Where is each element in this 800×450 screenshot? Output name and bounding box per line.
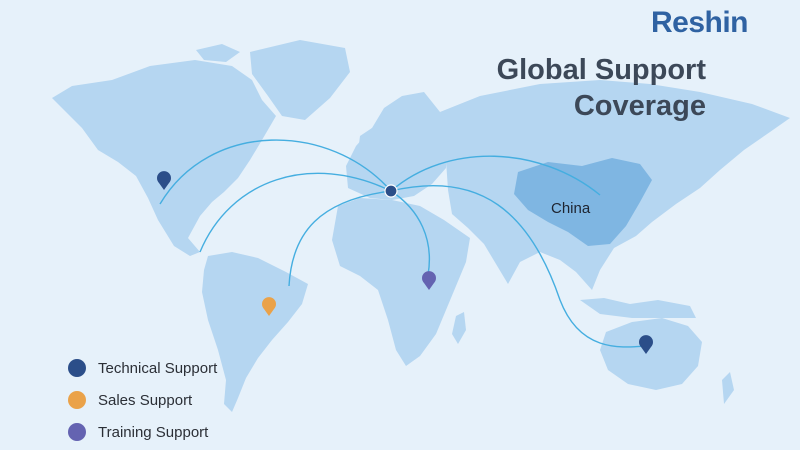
china-label: China <box>551 200 591 217</box>
hub-europe[interactable] <box>384 184 398 198</box>
legend-item-technical: Technical Support <box>68 352 217 384</box>
arctic-islands <box>196 44 240 62</box>
north-america <box>52 60 276 256</box>
new-zealand <box>722 372 734 404</box>
marker-north-america[interactable] <box>157 171 171 190</box>
route-china <box>390 155 601 196</box>
route-south-america <box>288 190 392 287</box>
markers <box>157 171 653 354</box>
title-line-2: Coverage <box>573 90 706 122</box>
marker-east-africa[interactable] <box>422 271 436 290</box>
japan <box>672 158 688 198</box>
support-routes <box>159 139 647 348</box>
technical-support-dot <box>68 359 86 377</box>
brand-logo: Reshin <box>650 6 749 39</box>
south-america <box>202 252 308 412</box>
china-region <box>514 158 652 246</box>
legend: Technical Support Sales Support Training… <box>68 352 217 448</box>
africa <box>332 198 470 366</box>
legend-item-sales: Sales Support <box>68 384 217 416</box>
legend-label-technical: Technical Support <box>98 359 218 377</box>
route-east-africa <box>390 190 431 276</box>
australia <box>600 318 702 390</box>
greenland <box>250 40 350 120</box>
legend-label-training: Training Support <box>98 423 209 441</box>
route-north-america <box>159 139 392 205</box>
route-australia <box>390 185 647 348</box>
sales-support-dot <box>68 391 86 409</box>
title-line-1: Global Support <box>496 54 706 86</box>
southeast-asia-islands <box>580 298 696 318</box>
training-support-dot <box>68 423 86 441</box>
legend-label-sales: Sales Support <box>98 391 193 409</box>
legend-item-training: Training Support <box>68 416 217 448</box>
marker-south-america[interactable] <box>262 297 276 316</box>
madagascar <box>452 312 466 344</box>
route-central-america <box>199 172 392 253</box>
britain <box>358 128 376 158</box>
page-title: Global Support Coverage <box>497 52 706 124</box>
marker-australia[interactable] <box>639 335 653 354</box>
